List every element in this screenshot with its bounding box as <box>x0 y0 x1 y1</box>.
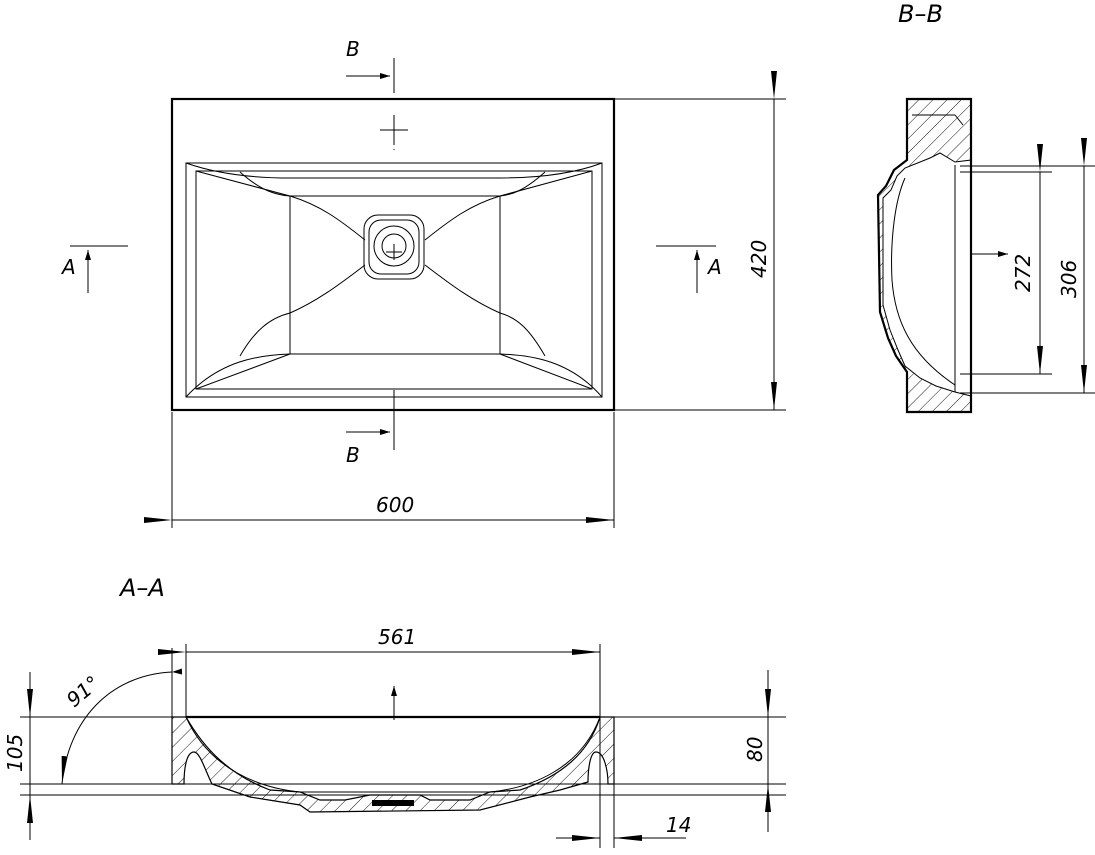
basin-outline <box>170 97 616 412</box>
dimension-width: 600 <box>376 493 414 517</box>
dimension-bowl-depth-bb: 272 <box>1011 254 1035 292</box>
dimension-overall-height: 105 <box>3 734 27 772</box>
drain-icon <box>373 225 415 267</box>
drain-housing <box>363 214 425 280</box>
dimension-wall-thickness: 14 <box>666 813 691 837</box>
plan-view: B B A A 600 420 <box>60 37 786 528</box>
dimension-bowl-depth-aa: 80 <box>743 737 767 762</box>
section-marker-b-bottom: B <box>346 443 360 467</box>
section-aa-title: A–A <box>118 574 165 602</box>
dimension-angle: 91° <box>62 671 105 712</box>
bowl-rim <box>185 162 603 398</box>
section-aa-view: A–A 561 105 91° 80 <box>3 574 786 848</box>
section-bb-view: B–B 272 306 <box>876 0 1095 414</box>
dimension-height: 420 <box>747 240 771 278</box>
dimension-bowl-width: 561 <box>378 625 416 649</box>
section-marker-b-top: B <box>346 37 360 61</box>
section-marker-a-right: A <box>706 255 722 279</box>
section-bb-title: B–B <box>898 0 943 28</box>
dimension-bowl-outer-bb: 306 <box>1057 260 1081 298</box>
section-marker-a-left: A <box>60 255 76 279</box>
